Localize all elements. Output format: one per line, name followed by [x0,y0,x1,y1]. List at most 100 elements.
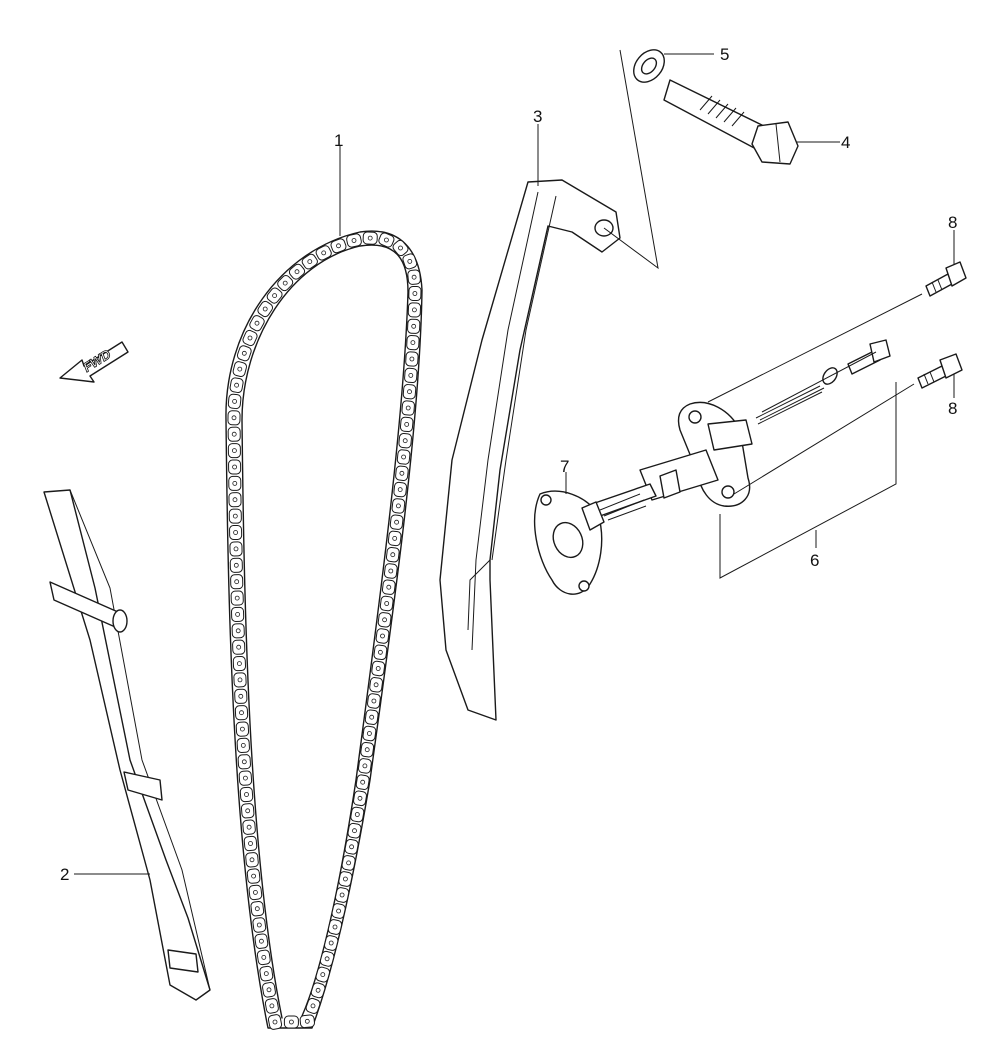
chain-pin [288,1019,294,1025]
chain-pin [342,876,348,882]
chain-pin [269,1003,275,1009]
chain-pin [237,677,243,683]
callout-8-lower: 8 [948,399,957,418]
chain-pin [324,956,330,962]
chain-pin [234,595,240,601]
chain-pin [248,841,253,846]
chain-pin [402,438,408,444]
chain-pin [233,562,239,568]
chain-pin [397,487,403,493]
chain-pin [256,922,262,928]
pivot-bolt [663,79,799,165]
chain-pin [392,536,398,541]
chain-pin [266,987,272,993]
cam-chain [225,230,423,1030]
chain-pin [263,971,269,976]
chain-pin [339,892,345,898]
callout-1: 1 [334,131,343,150]
chain-pin [307,259,313,265]
chain-pin [245,808,251,814]
chain-pin [349,844,355,850]
tensioner-assembly [581,339,891,531]
chain-pin [380,633,385,639]
chain-pin [231,415,237,421]
chain-pin [262,306,268,312]
chain-pin [251,873,257,879]
fwd-arrow: FWD [59,341,129,383]
chain-pin [246,824,252,830]
chain-pin [404,421,410,427]
chain-pin [388,568,394,574]
chain-pin [332,924,338,930]
chain-pin [236,644,242,650]
chain-pin [398,245,403,251]
washer [633,49,665,83]
chain-pin [254,320,260,326]
chain-pin [320,972,326,977]
chain-pin [232,513,238,519]
chain-guide [43,489,211,1001]
chain-pin [237,366,243,372]
chain-pin [405,405,411,411]
chain-pin [412,291,418,296]
chain-pin [254,906,260,912]
chain-pin [244,792,249,797]
chain-pin [409,356,415,362]
chain-pin [232,398,238,404]
chain-pin [395,503,401,509]
chain-pin [411,307,417,313]
chain-pin [233,546,239,552]
chain-pin [411,323,417,329]
chain-pin [394,519,400,525]
chain-pin [234,579,240,585]
chain-pin [239,710,244,716]
chain-pin [249,857,255,863]
chain-pin [231,448,237,454]
chain-pin [351,238,357,243]
chain-pin [294,269,300,275]
chain-pin [232,480,238,486]
flange-bolt-lower [917,353,963,389]
chain-pin [328,940,334,946]
chain-pin [252,890,258,895]
chain-pin [377,649,383,655]
tensioner-arm [439,179,621,721]
chain-pin [242,775,248,781]
callout-3: 3 [533,107,542,126]
chain-pin [386,584,392,590]
chain-pin [408,372,414,378]
chain-pin [282,280,288,286]
chain-pin [407,389,412,395]
chain-pin [315,987,321,993]
callout-6: 6 [810,551,819,570]
chain-pin [304,1018,310,1024]
chain-pin [371,698,377,704]
chain-pin [407,258,413,264]
chain-pin [235,612,241,617]
chain-pin [234,382,240,388]
chain-pin [231,431,237,437]
chain-pin [346,860,352,866]
chain-pin [360,779,366,785]
chain-pin [375,666,381,671]
chain-pin [401,454,407,460]
chain-pin [258,938,264,944]
chain-pin [366,731,372,736]
tensioner-bracket [719,382,897,579]
chain-pin [382,617,388,623]
flange-bolt-upper [925,261,967,297]
chain-pin [362,763,368,769]
callout-7: 7 [560,457,569,476]
chain-pin [390,552,396,558]
chain-pin [352,828,357,834]
chain-pin [239,726,245,732]
chain-pin [336,908,342,914]
chain-pin [232,497,238,503]
chain-pin [261,955,267,960]
chain-pin [321,250,327,256]
chain-pin [411,274,417,280]
chain-pin [357,795,363,801]
chain-pin [399,470,405,476]
chain-pin [367,235,373,241]
